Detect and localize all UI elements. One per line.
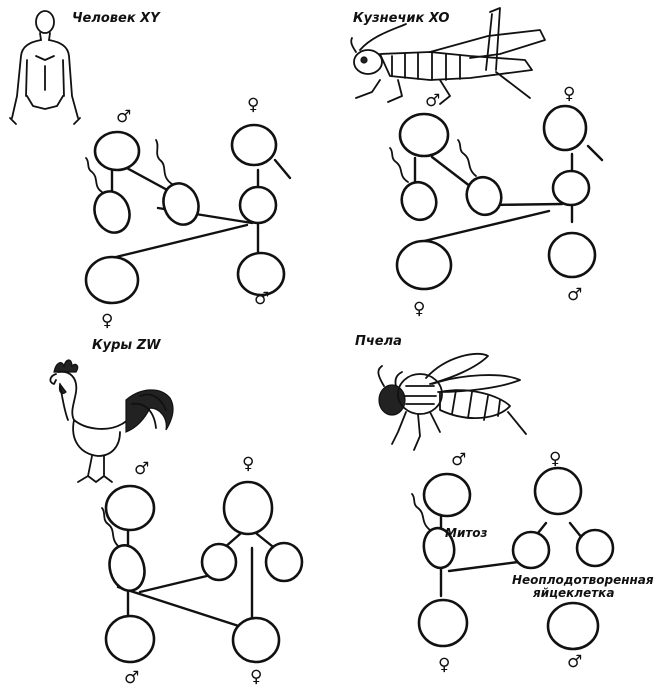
- grasshopper-offspring-female-symbol: ♀: [413, 299, 425, 319]
- human-sperm-cell-1: [93, 190, 131, 234]
- human-female-parent-cell: [230, 123, 278, 167]
- panel-bee: Пчела ♂ ♀ ♀ ♂ Митоз Неоплодотворенная яй…: [355, 334, 654, 675]
- chicken-male-parent-cell: [104, 484, 156, 532]
- bee-illustration: [377, 352, 527, 451]
- bee-female-parent-cell: [533, 466, 583, 516]
- human-sperm-tail-1: [85, 157, 103, 193]
- human-sperm-tail-2: [155, 139, 173, 185]
- chicken-offspring-female-symbol: ♀: [250, 667, 262, 686]
- grasshopper-female-parent-cell: [542, 104, 588, 152]
- bee-polar-body: [575, 528, 615, 568]
- bee-offspring-male: [546, 601, 600, 651]
- panel-chicken: Куры ZW ♂ ♀ ♂ ♀: [49, 338, 304, 686]
- bee-unfertilized-label-line2: яйцеклетка: [532, 586, 614, 600]
- bee-mitosis-label: Митоз: [445, 526, 488, 540]
- bee-unfertilized-label-line1: Неоплодотворенная: [512, 573, 654, 587]
- panel-human: Человек XY ♂ ♀ ♀ ♂: [9, 10, 292, 331]
- bee-male-symbol: ♂: [451, 450, 466, 470]
- panel-human-title: Человек XY: [72, 11, 161, 26]
- human-offspring-male-symbol: ♂: [254, 289, 269, 309]
- grasshopper-sperm-cell-1: [400, 180, 438, 222]
- chicken-sperm-cell: [108, 544, 146, 592]
- bee-male-parent-cell: [422, 472, 472, 518]
- grasshopper-egg-cell: [551, 169, 591, 207]
- chicken-female-symbol: ♀: [242, 454, 254, 474]
- panel-grasshopper-title: Кузнечик XO: [353, 11, 449, 26]
- human-offspring-male: [236, 251, 286, 297]
- bee-offspring-female-symbol: ♀: [438, 655, 450, 675]
- human-female-symbol: ♀: [247, 95, 259, 115]
- human-connecting-lines: [110, 158, 292, 259]
- chicken-offspring-female: [231, 616, 281, 664]
- chicken-sperm-tail: [101, 507, 119, 547]
- panel-chicken-title: Куры ZW: [92, 338, 161, 353]
- grasshopper-female-symbol: ♀: [563, 84, 575, 104]
- chicken-polar-body: [264, 541, 304, 583]
- panel-bee-title: Пчела: [355, 334, 402, 349]
- bee-female-symbol: ♀: [549, 449, 561, 469]
- human-sperm-cell-2: [162, 182, 200, 226]
- human-male-parent-cell: [93, 130, 141, 172]
- chicken-egg-cell: [200, 542, 238, 582]
- rooster-illustration: [49, 359, 174, 483]
- grasshopper-sperm-tail-1: [389, 147, 409, 183]
- chicken-male-symbol: ♂: [134, 459, 149, 479]
- human-offspring-female: [84, 255, 140, 305]
- grasshopper-male-symbol: ♂: [425, 91, 440, 111]
- human-egg-cell: [238, 185, 278, 225]
- chicken-female-parent-cell: [222, 480, 274, 536]
- human-offspring-female-symbol: ♀: [101, 311, 113, 331]
- panel-grasshopper: Кузнечик XO ♂ ♀ ♀ ♂: [350, 7, 604, 319]
- bee-sperm-cell: [422, 526, 456, 570]
- grasshopper-male-parent-cell: [398, 112, 450, 158]
- grasshopper-sperm-cell-2: [465, 175, 503, 217]
- bee-egg-cell: [511, 530, 551, 570]
- bee-connecting-lines: [439, 511, 584, 598]
- chicken-connecting-lines: [116, 528, 274, 631]
- bee-sperm-tail: [411, 493, 431, 531]
- grasshopper-sperm-tail-2: [457, 139, 477, 177]
- grasshopper-offspring-male-symbol: ♂: [567, 285, 582, 305]
- grasshopper-offspring-female: [395, 239, 453, 291]
- chicken-offspring-male-symbol: ♂: [124, 668, 139, 686]
- chicken-offspring-male: [104, 614, 156, 664]
- bee-offspring-male-symbol: ♂: [567, 652, 582, 672]
- grasshopper-offspring-male: [547, 231, 597, 279]
- human-male-symbol: ♂: [116, 107, 131, 127]
- bee-offspring-female: [417, 598, 469, 648]
- grasshopper-illustration: [350, 7, 546, 105]
- human-figure-illustration: [9, 10, 81, 125]
- grasshopper-connecting-lines: [413, 144, 604, 244]
